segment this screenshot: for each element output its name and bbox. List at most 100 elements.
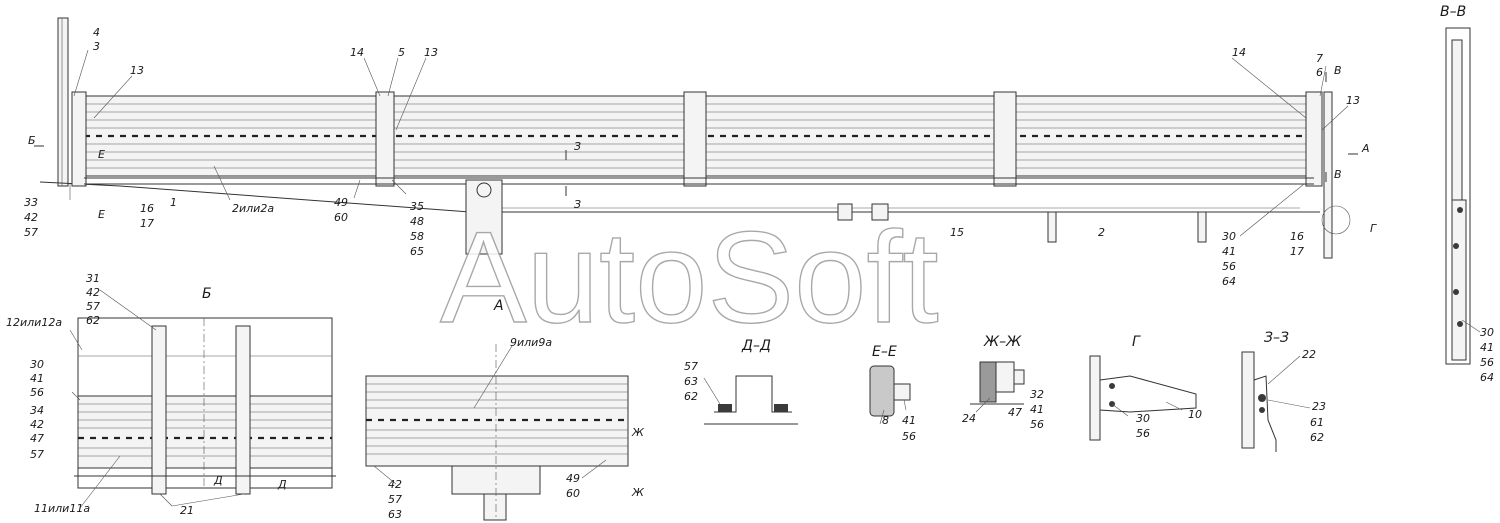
stakes	[71, 91, 1323, 187]
view-a-callout-9: 9или9а	[510, 336, 552, 349]
rear-board	[1323, 91, 1333, 259]
mark-e: Е	[98, 148, 105, 161]
mark-zh: Ж	[631, 486, 645, 499]
callout-5: 5	[398, 46, 405, 59]
zz-callout-61: 61	[1310, 416, 1324, 429]
view-a-title: А	[493, 298, 504, 314]
section-zz-title: З–З	[1264, 330, 1289, 346]
view-g: Г 30 56 10	[1089, 334, 1202, 441]
view-b-callout-30: 30	[30, 358, 44, 371]
view-a-callout-63: 63	[388, 508, 402, 521]
view-b-callout-62: 62	[86, 314, 100, 327]
view-b-callout-12: 12или12а	[6, 316, 62, 329]
view-b-callout-11: 11или11а	[34, 502, 90, 515]
vv-callout-41: 41	[1480, 341, 1494, 354]
callout-14: 14	[350, 46, 364, 59]
callout-60: 60	[334, 211, 348, 224]
mark-v: В	[1334, 64, 1342, 77]
mark-a: А	[1361, 142, 1370, 155]
callout-35: 35	[410, 200, 424, 213]
view-b-callout-21: 21	[180, 504, 194, 517]
section-zz: З–З 22 23 61 62	[1241, 330, 1326, 452]
callout-16: 16	[140, 202, 154, 215]
view-a: А 9или9а 42 57 63 49 60	[365, 298, 629, 521]
view-a-callout-60: 60	[566, 487, 580, 500]
callout-15: 15	[950, 226, 964, 239]
mark-z: З	[574, 198, 581, 211]
callout-2-or-2a: 2или2а	[232, 202, 274, 215]
section-ee-title: Е–Е	[872, 344, 897, 360]
mark-e: Е	[98, 208, 105, 221]
callout-6: 6	[1316, 66, 1323, 79]
mark-b: Б	[28, 134, 36, 147]
dd-callout-62: 62	[684, 390, 698, 403]
section-vv: В–В 30 41 56 64	[1440, 4, 1494, 384]
callout-42: 42	[24, 211, 38, 224]
zh-callout-24: 24	[962, 412, 976, 425]
hitch-block	[465, 179, 503, 255]
view-b-stake-left	[151, 325, 167, 495]
callout-57: 57	[24, 226, 38, 239]
side-board-sections	[83, 95, 1315, 177]
zz-callout-23: 23	[1312, 400, 1326, 413]
section-vv-title: В–В	[1440, 4, 1466, 20]
callout-1: 1	[170, 196, 177, 209]
callout-64: 64	[1222, 275, 1236, 288]
callout-33: 33	[24, 196, 38, 209]
section-dd: Д–Д 57 63 62	[684, 338, 798, 425]
mark-z: З	[574, 140, 581, 153]
zh-callout-56: 56	[1030, 418, 1044, 431]
dd-callout-57: 57	[684, 360, 698, 373]
view-b-callout-57: 57	[30, 448, 44, 461]
mark-g: Г	[1370, 222, 1377, 235]
view-b-callout-31: 31	[86, 272, 100, 285]
front-board	[57, 17, 69, 187]
section-zhzh: Ж–Ж 24 32 47 41 56	[962, 334, 1044, 431]
view-b: Б 31 42 57 62 12или12а 30 41	[6, 272, 336, 517]
dd-callout-63: 63	[684, 375, 698, 388]
ee-callout-41: 41	[902, 414, 916, 427]
view-b-callout-57: 57	[86, 300, 100, 313]
view-b-callout-56: 56	[30, 386, 44, 399]
callout-41: 41	[1222, 245, 1236, 258]
callout-49: 49	[334, 196, 348, 209]
callout-30: 30	[1222, 230, 1236, 243]
section-dd-title: Д–Д	[741, 338, 771, 354]
view-b-title: Б	[202, 286, 212, 302]
watermark: AutoSoft	[440, 204, 939, 350]
section-ee: Е–Е 8 41 56	[869, 344, 916, 443]
callout-16: 16	[1290, 230, 1304, 243]
view-a-callout-42: 42	[388, 478, 402, 491]
ee-callout-56: 56	[902, 430, 916, 443]
callout-56: 56	[1222, 260, 1236, 273]
zh-callout-32: 32	[1030, 388, 1044, 401]
section-zhzh-title: Ж–Ж	[983, 334, 1022, 350]
callout-65: 65	[410, 245, 424, 258]
zz-callout-22: 22	[1302, 348, 1316, 361]
view-b-callout-42: 42	[86, 286, 100, 299]
g-callout-56: 56	[1136, 427, 1150, 440]
callout-13: 13	[1346, 94, 1360, 107]
view-a-callout-57: 57	[388, 493, 402, 506]
zh-callout-47: 47	[1008, 406, 1022, 419]
mark-zh: Ж	[631, 426, 645, 439]
callout-4: 4	[93, 26, 100, 39]
callout-48: 48	[410, 215, 424, 228]
mark-d: Д	[213, 474, 223, 487]
mark-v: В	[1334, 168, 1342, 181]
zh-callout-41: 41	[1030, 403, 1044, 416]
callout-13: 13	[424, 46, 438, 59]
view-b-callout-42: 42	[30, 418, 44, 431]
callout-58: 58	[410, 230, 424, 243]
view-b-callout-47: 47	[30, 432, 44, 445]
callout-7: 7	[1316, 52, 1323, 65]
view-b-stake-right	[235, 325, 251, 495]
callout-17: 17	[1290, 245, 1304, 258]
g-callout-30: 30	[1136, 412, 1150, 425]
zz-callout-62: 62	[1310, 431, 1324, 444]
main-callouts: 4 3 13 14 5 13 14 7 6 13 33 42 57 16 17 …	[24, 26, 1360, 288]
callout-13: 13	[130, 64, 144, 77]
vv-callout-30: 30	[1480, 326, 1494, 339]
